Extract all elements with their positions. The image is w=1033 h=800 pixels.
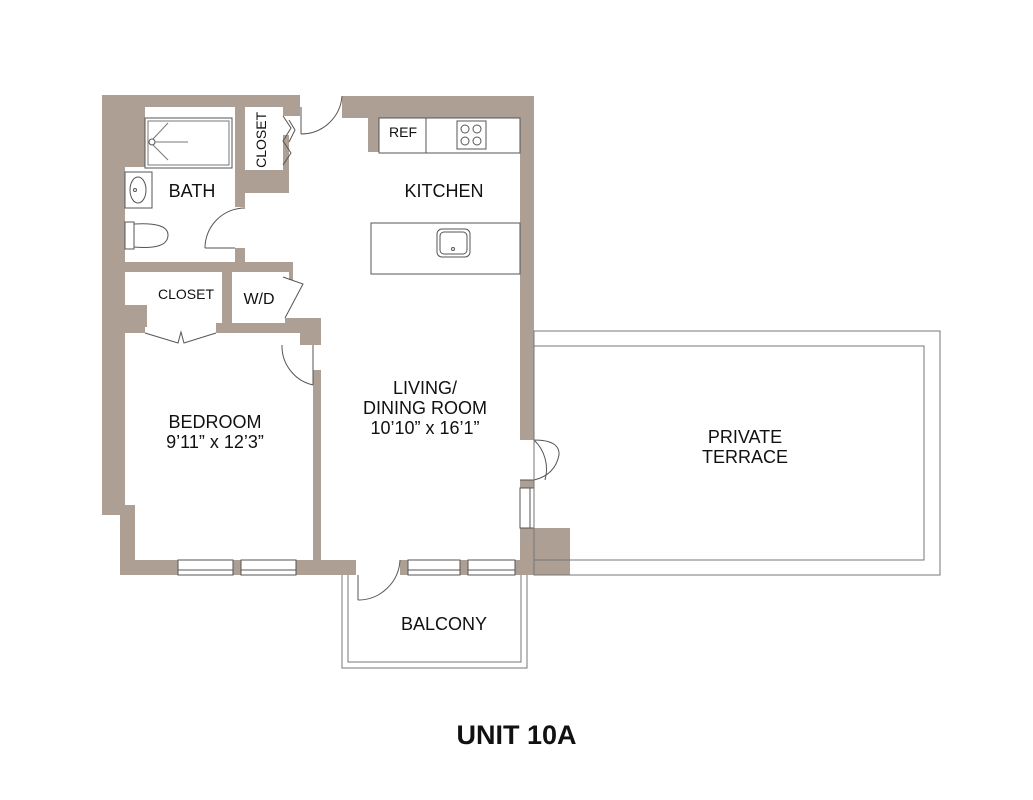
bedroom-label: BEDROOM	[168, 412, 262, 432]
kitchen-label: KITCHEN	[404, 181, 484, 201]
room-label-wd: W/D	[234, 291, 284, 309]
wd-label: W/D	[243, 291, 275, 308]
bathtub-icon	[144, 117, 233, 169]
outdoor-outlines	[341, 330, 941, 669]
fixtures	[124, 117, 521, 275]
dining-room-label: DINING ROOM	[363, 398, 487, 419]
terrace-label-line2: TERRACE	[701, 447, 788, 468]
closet-label: CLOSET	[157, 286, 214, 302]
living-dimensions: 10’10” x 16’1”	[370, 418, 480, 439]
room-label-bath: BATH	[160, 181, 224, 201]
toilet-icon	[124, 221, 135, 250]
refrigerator	[378, 117, 427, 154]
closet-label: CLOSET	[253, 111, 270, 168]
room-label-ref: REF	[380, 124, 426, 141]
living-label: LIVING/	[392, 378, 458, 398]
room-label-terrace: PRIVATE TERRACE	[670, 427, 820, 467]
room-label-bedroom: BEDROOM 9’11” x 12’3”	[135, 412, 295, 452]
cooktop-icon	[456, 120, 487, 150]
room-label-bath-closet: CLOSET	[253, 110, 270, 170]
room-label-bedroom-closet: CLOSET	[150, 286, 222, 303]
walls	[102, 95, 570, 575]
terrace-label-line1: PRIVATE	[707, 427, 783, 447]
balcony-label: BALCONY	[400, 614, 488, 634]
bath-label: BATH	[168, 181, 216, 201]
doors	[144, 95, 560, 601]
bedroom-dimensions: 9’11” x 12’3”	[166, 432, 264, 453]
room-label-kitchen: KITCHEN	[384, 181, 504, 201]
ref-label: REF	[389, 124, 417, 140]
kitchen-sink-icon	[436, 228, 471, 258]
unit-title: UNIT 10A	[456, 720, 577, 750]
windows	[177, 487, 535, 576]
room-label-living: LIVING/ DINING ROOM 10’10” x 16’1”	[340, 378, 510, 438]
room-label-balcony: BALCONY	[384, 614, 504, 634]
